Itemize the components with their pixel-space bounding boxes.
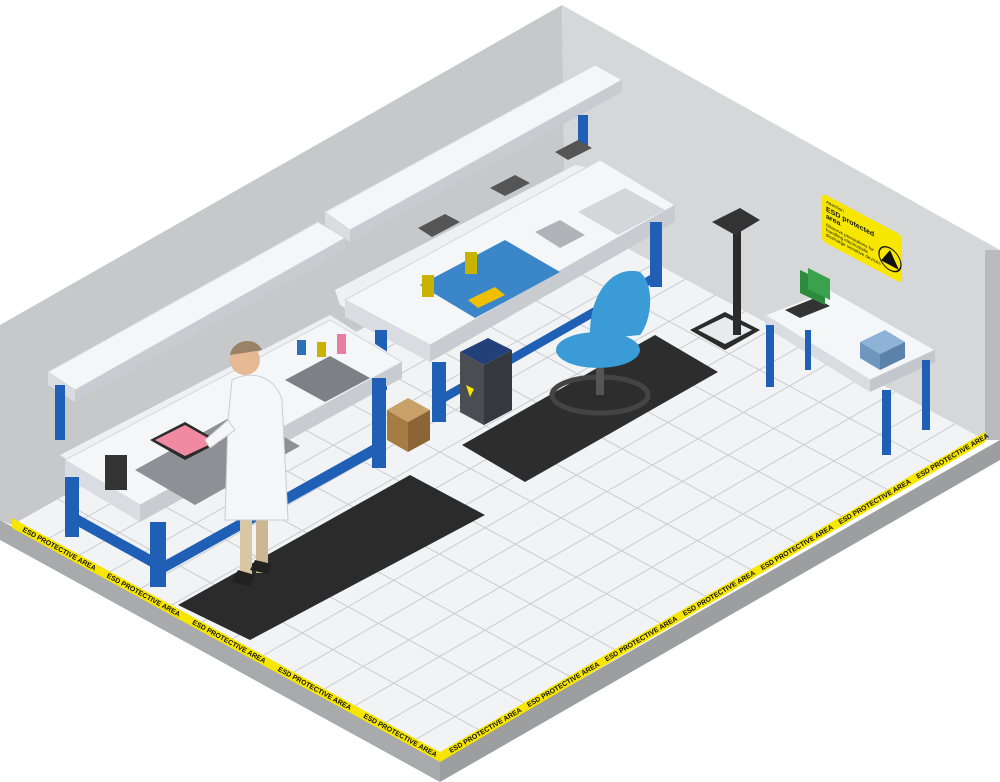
heatsink: [860, 330, 905, 370]
tile-line: [518, 240, 940, 468]
esd-floor-tape-left: [12, 518, 440, 762]
ionizers: [418, 140, 592, 237]
esd-mat-blue: [420, 240, 560, 318]
sink: [535, 220, 585, 248]
soldering-stations: [422, 252, 505, 308]
fume-extractor: [105, 455, 127, 490]
lab-chair: [549, 270, 651, 416]
anti-fatigue-mat: [178, 475, 485, 640]
chemical-bottles: [297, 334, 346, 357]
esd-warning-icon: [878, 246, 902, 273]
esd-tester-stand: [690, 208, 760, 350]
esd-floor-tape-right: [440, 432, 985, 762]
tile-line: [288, 369, 713, 601]
esd-trash-bin: [460, 338, 512, 425]
pcb-rack: [785, 268, 830, 318]
perforated-tray: [578, 188, 665, 235]
pink-foam-case: [150, 422, 220, 460]
cardboard-box: [387, 398, 430, 452]
wall-outer-right: [440, 440, 1000, 782]
wall-outer-left: [0, 520, 440, 782]
wall-right-edge: [985, 250, 1000, 440]
floor-mat-back: [462, 335, 718, 482]
technician: [204, 340, 289, 586]
esd-warning-sign: Attention ESD protected area Observe pre…: [822, 194, 902, 282]
